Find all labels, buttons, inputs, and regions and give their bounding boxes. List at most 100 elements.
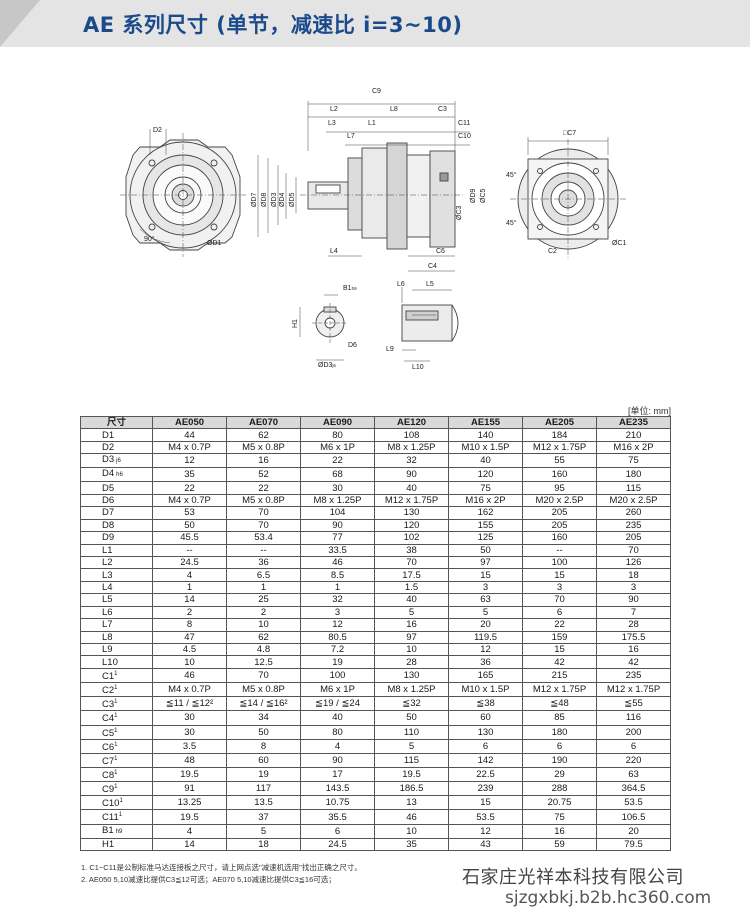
row-label: C11 — [80, 667, 153, 684]
row-label: D5 — [80, 481, 153, 495]
table-cell: 130 — [374, 506, 449, 520]
row-label-name: C4 — [102, 713, 115, 725]
row-label: D8 — [80, 518, 153, 533]
table-cell: 15 — [448, 568, 523, 582]
table-cell: 364.5 — [596, 781, 671, 797]
table-cell: 60 — [226, 752, 301, 768]
table-cell: 70 — [374, 555, 449, 570]
table-cell: 16 — [522, 823, 597, 839]
row-label-name: C6 — [102, 741, 115, 753]
table-cell: 70 — [226, 667, 301, 684]
row-label-name: D5 — [102, 482, 115, 494]
table-cell: M12 x 1.75P — [522, 440, 597, 455]
table-cell: ≦48 — [522, 696, 597, 712]
table-cell: 63 — [596, 766, 671, 783]
table-cell: 97 — [374, 630, 449, 645]
table-cell: M16 x 2P — [448, 493, 523, 508]
row-label-name: B1 — [102, 824, 114, 836]
watermark-url: sjzgxbkj.b2b.hc360.com — [505, 888, 712, 908]
side-label-d8: ØD8 — [261, 193, 268, 208]
table-cell: 42 — [522, 655, 597, 669]
table-row: C31≦11 / ≦12²≦14 / ≦16²≦19 / ≦24≦32≦38≦4… — [80, 696, 671, 712]
table-cell: 22 — [522, 618, 597, 632]
row-label: L2 — [80, 555, 153, 570]
table-cell: 125 — [448, 531, 523, 545]
section-label-l6: L6 — [397, 281, 405, 288]
table-cell: 62 — [226, 428, 301, 442]
row-label: C61 — [80, 738, 153, 754]
table-cell: 10 — [374, 823, 449, 839]
row-label: L6 — [80, 605, 153, 620]
table-cell: 235 — [596, 667, 671, 684]
row-label-name: D1 — [102, 429, 115, 441]
row-label-sub: 1 — [114, 685, 118, 692]
row-label-name: C1 — [102, 671, 115, 683]
table-cell: M12 x 1.75P — [522, 682, 597, 698]
table-cell: 97 — [448, 555, 523, 570]
table-cell: ≦14 / ≦16² — [226, 696, 301, 712]
table-cell: 55 — [522, 453, 597, 469]
table-cell: 50 — [448, 543, 523, 557]
side-label-d3: ØD3 — [271, 193, 278, 208]
table-cell: ≦55 — [596, 696, 671, 712]
table-cell: 40 — [448, 453, 523, 469]
side-label-l4: L4 — [330, 248, 338, 255]
table-cell: 1.5 — [374, 580, 449, 595]
section-label-l5: L5 — [426, 281, 434, 288]
table-cell: 53.4 — [226, 531, 301, 545]
row-label-sub: 1 — [114, 769, 118, 776]
rear-label-c1: ØC1 — [612, 240, 627, 247]
table-cell: 18 — [596, 568, 671, 582]
side-label-d4: ØD4 — [279, 193, 286, 208]
row-label-name: L9 — [102, 644, 113, 656]
row-label-name: H1 — [102, 838, 115, 850]
table-cell: 45.5 — [152, 531, 227, 545]
table-cell: M20 x 2.5P — [596, 493, 671, 508]
row-label: L5 — [80, 593, 153, 607]
table-cell: ≦32 — [374, 696, 449, 712]
row-label-name: L5 — [102, 594, 113, 606]
table-cell: 215 — [522, 667, 597, 684]
table-cell: 46 — [152, 667, 227, 684]
watermark-company: 石家庄光祥本科技有限公司 — [462, 867, 684, 888]
table-cell: 50 — [152, 518, 227, 533]
table-cell: 14 — [152, 593, 227, 607]
table-cell: 36 — [226, 555, 301, 570]
row-label: D7 — [80, 506, 153, 520]
table-cell: 12 — [152, 453, 227, 469]
section-label-l9: L9 — [386, 346, 394, 353]
side-label-c6: C6 — [436, 248, 445, 255]
table-cell: 19 — [300, 655, 375, 669]
table-cell: 43 — [448, 837, 523, 852]
table-cell: 3.5 — [152, 738, 227, 754]
row-label: C21 — [80, 682, 153, 698]
table-cell: 5 — [374, 605, 449, 620]
table-cell: 155 — [448, 518, 523, 533]
rear-label-c2: C2 — [548, 248, 557, 255]
table-cell: 19.5 — [152, 809, 227, 825]
row-label-sub: 1 — [114, 741, 118, 748]
table-cell: 115 — [374, 752, 449, 768]
table-cell: 53 — [152, 506, 227, 520]
table-cell: 1 — [226, 580, 301, 595]
table-cell: -- — [152, 543, 227, 557]
table-cell: 29 — [522, 766, 597, 783]
table-cell: M8 x 1.25P — [374, 440, 449, 455]
table-cell: 117 — [226, 781, 301, 797]
table-cell: 35 — [152, 467, 227, 483]
table-cell: 3 — [300, 605, 375, 620]
table-cell: M16 x 2P — [596, 440, 671, 455]
